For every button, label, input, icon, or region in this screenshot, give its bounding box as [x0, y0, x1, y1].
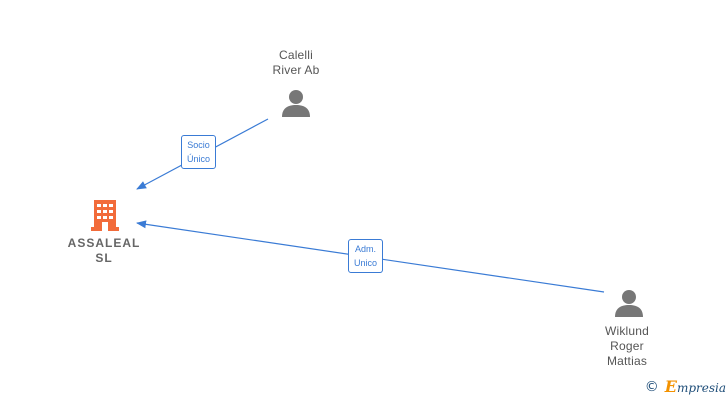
brand-logo[interactable]: Empresia: [665, 377, 726, 396]
person-icon[interactable]: [281, 88, 311, 123]
building-icon[interactable]: [89, 197, 121, 236]
person-wiklund-label[interactable]: Wiklund Roger Mattias: [577, 324, 677, 369]
person-icon[interactable]: [614, 288, 644, 323]
copyright-icon: ©: [644, 378, 659, 395]
wiklund-name-line-2: Roger: [610, 339, 644, 353]
company-name-line-2: SL: [95, 251, 113, 265]
brand-name: mpresia: [676, 381, 726, 395]
edge-label-line-2: Único: [187, 154, 211, 164]
calelli-name-line-1: Calelli: [278, 48, 314, 62]
edge-label-line-1: Socio: [187, 140, 210, 150]
edge-label-adm-unico[interactable]: Adm. Unico: [348, 239, 384, 273]
brand-initial: E: [664, 377, 677, 396]
wiklund-name-line-1: Wiklund: [604, 324, 650, 338]
edge-label-line-1: Adm.: [355, 244, 377, 254]
edge-label-line-2: Unico: [354, 258, 378, 268]
calelli-name-line-2: River Ab: [272, 63, 320, 77]
footer-brand: © Empresia: [645, 377, 726, 396]
company-name-line-1: ASSALEAL: [67, 236, 141, 250]
company-label[interactable]: ASSALEAL SL: [64, 236, 144, 266]
edge-label-socio-unico[interactable]: Socio Único: [181, 135, 217, 169]
wiklund-name-line-3: Mattias: [606, 354, 648, 368]
person-calelli-label[interactable]: Calelli River Ab: [246, 48, 346, 78]
